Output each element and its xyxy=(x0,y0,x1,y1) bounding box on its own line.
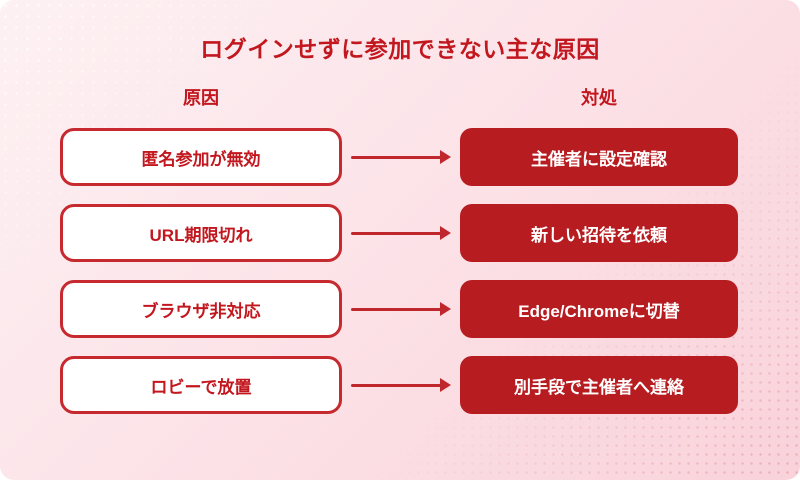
arrow-head xyxy=(440,150,451,164)
mapping-row: ブラウザ非対応 Edge/Chromeに切替 xyxy=(60,280,738,338)
arrow-head xyxy=(440,226,451,240)
arrow-right-icon xyxy=(342,204,460,262)
arrow-right-icon xyxy=(342,356,460,414)
cause-box: ブラウザ非対応 xyxy=(60,280,342,338)
cause-label: 匿名参加が無効 xyxy=(141,149,261,169)
arrow-line xyxy=(351,307,441,311)
cause-box: URL期限切れ xyxy=(60,204,342,262)
solution-box: 新しい招待を依頼 xyxy=(460,204,738,262)
cause-label: URL期限切れ xyxy=(149,225,253,245)
cause-box: 匿名参加が無効 xyxy=(60,128,342,186)
solution-label: 主催者に設定確認 xyxy=(531,149,667,169)
column-header-action: 対処 xyxy=(581,88,617,108)
solution-label: Edge/Chromeに切替 xyxy=(518,301,680,321)
cause-box: ロビーで放置 xyxy=(60,356,342,414)
arrow-head xyxy=(440,378,451,392)
arrow-right-icon xyxy=(342,280,460,338)
arrow-head xyxy=(440,302,451,316)
solution-label: 新しい招待を依頼 xyxy=(531,225,667,245)
mapping-rows: 匿名参加が無効 主催者に設定確認 URL期限切れ 新しい招待を依頼 xyxy=(60,128,738,414)
arrow-line xyxy=(351,155,441,159)
mapping-row: URL期限切れ 新しい招待を依頼 xyxy=(60,204,738,262)
page-title: ログインせずに参加できない主な原因 xyxy=(200,36,600,62)
solution-label: 別手段で主催者へ連絡 xyxy=(514,377,684,397)
arrow-right-icon xyxy=(342,128,460,186)
solution-box: Edge/Chromeに切替 xyxy=(460,280,738,338)
arrow-line xyxy=(351,231,441,235)
solution-box: 別手段で主催者へ連絡 xyxy=(460,356,738,414)
cause-label: ブラウザ非対応 xyxy=(141,301,261,321)
column-header-cause: 原因 xyxy=(183,88,219,108)
solution-box: 主催者に設定確認 xyxy=(460,128,738,186)
mapping-row: ロビーで放置 別手段で主催者へ連絡 xyxy=(60,356,738,414)
cause-label: ロビーで放置 xyxy=(150,377,252,397)
mapping-row: 匿名参加が無効 主催者に設定確認 xyxy=(60,128,738,186)
arrow-line xyxy=(351,383,441,387)
